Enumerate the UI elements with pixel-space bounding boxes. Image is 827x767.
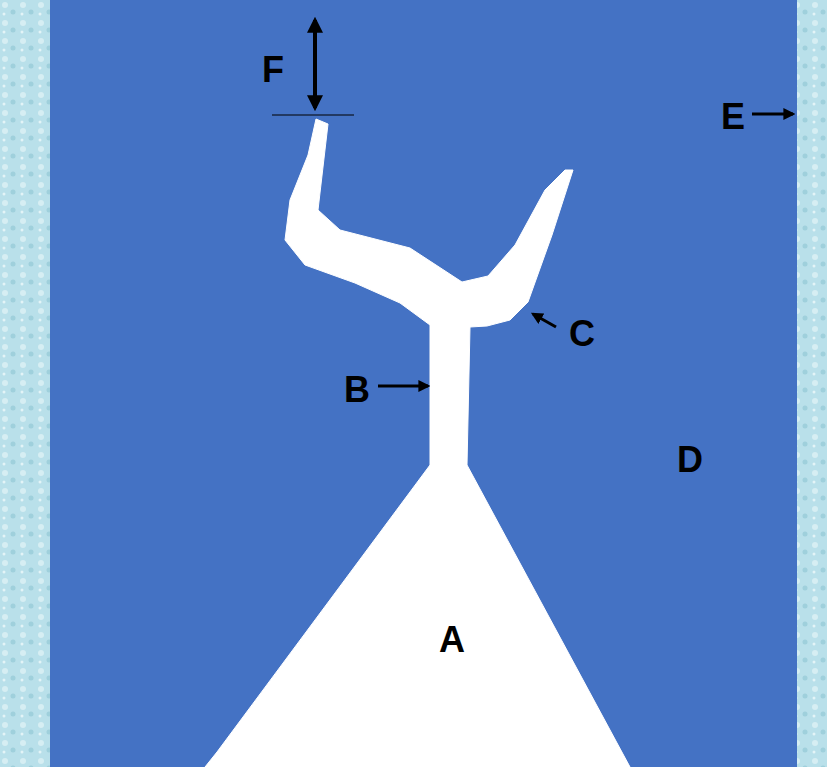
leader-arrow: [533, 314, 556, 327]
callout-letter: A: [439, 622, 465, 658]
callout-letter: C: [569, 316, 595, 352]
callout-letter: B: [344, 372, 370, 408]
leader-arrow: [378, 385, 428, 388]
blue-medium: [50, 0, 797, 767]
reference-line: [272, 115, 354, 116]
leader-arrow: [752, 113, 793, 116]
double-arrow: [313, 20, 317, 108]
white-structure: [205, 119, 630, 767]
callout-letter: F: [262, 52, 284, 88]
callout-letter: D: [677, 442, 703, 478]
callout-letter: E: [721, 99, 745, 135]
left-wall: [0, 0, 50, 767]
right-wall: [797, 0, 827, 767]
